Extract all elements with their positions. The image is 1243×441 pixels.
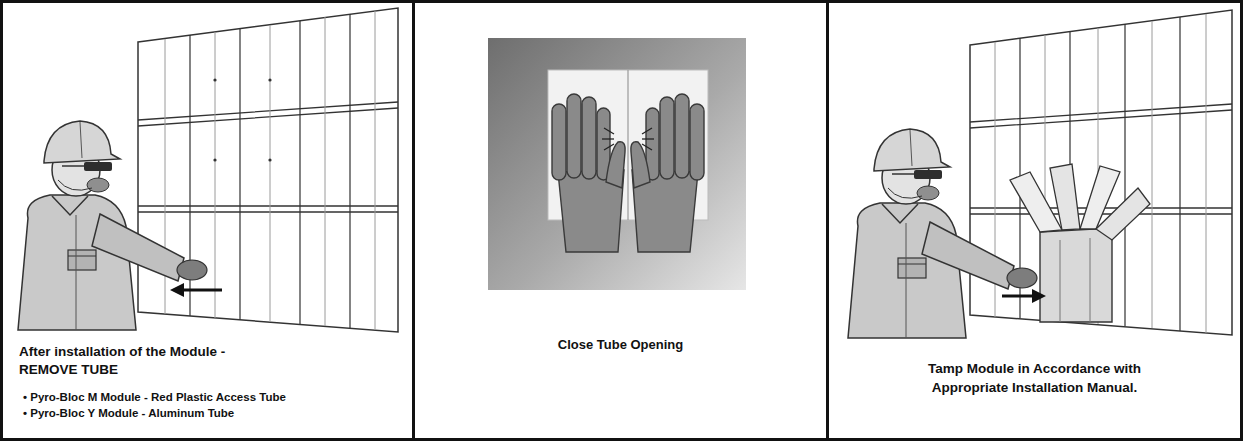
illustration-part [268, 78, 271, 81]
illustration-part [1050, 164, 1080, 230]
illustration-part [1040, 228, 1112, 322]
illustration-part [268, 158, 271, 161]
module-wall [138, 8, 398, 332]
step-instruction: Tamp Module in Accordance with Appropria… [899, 359, 1170, 397]
illustration-part [138, 102, 398, 212]
illustration-part [138, 8, 398, 332]
worker-figure [848, 129, 1037, 338]
note-bullet: • Pyro-Bloc M Module - Red Plastic Acces… [19, 389, 413, 405]
illustration-part [170, 283, 184, 297]
illustration-part [552, 94, 625, 252]
step-instruction: After installation of the Module - REMOV… [19, 343, 269, 379]
illustration-part [213, 158, 216, 161]
illustration-part [1002, 295, 1034, 298]
illustration-part [182, 289, 222, 292]
tube-opening-plate [488, 38, 746, 290]
note-bullet: • Pyro-Bloc Y Module - Aluminum Tube [19, 405, 413, 421]
module-blanket [1010, 164, 1150, 322]
direction-arrow [1002, 289, 1046, 303]
illustration-part [213, 78, 216, 81]
illustration-part [1090, 238, 1091, 322]
gloved-hands [552, 94, 704, 252]
step-panel: Tamp Module in Accordance with Appropria… [826, 0, 1243, 441]
step-instruction: Close Tube Opening [415, 336, 826, 354]
illustration-part [631, 94, 704, 252]
step-panel: After installation of the Module - REMOV… [0, 0, 415, 441]
illustration-part [165, 11, 375, 330]
illustration-part [1096, 188, 1150, 240]
illustration-part [488, 38, 746, 290]
worker-figure [18, 121, 207, 330]
step-caption: Close Tube Opening [415, 336, 826, 354]
direction-arrow [170, 283, 222, 297]
illustration-part [1060, 240, 1061, 322]
step-panel: Close Tube Opening [412, 0, 829, 441]
illustration-part [1032, 289, 1046, 303]
illustration-part [1020, 17, 1180, 331]
step-caption: After installation of the Module - REMOV… [19, 343, 406, 421]
illustration-part [627, 70, 628, 220]
step-caption: Tamp Module in Accordance with Appropria… [899, 359, 1170, 397]
